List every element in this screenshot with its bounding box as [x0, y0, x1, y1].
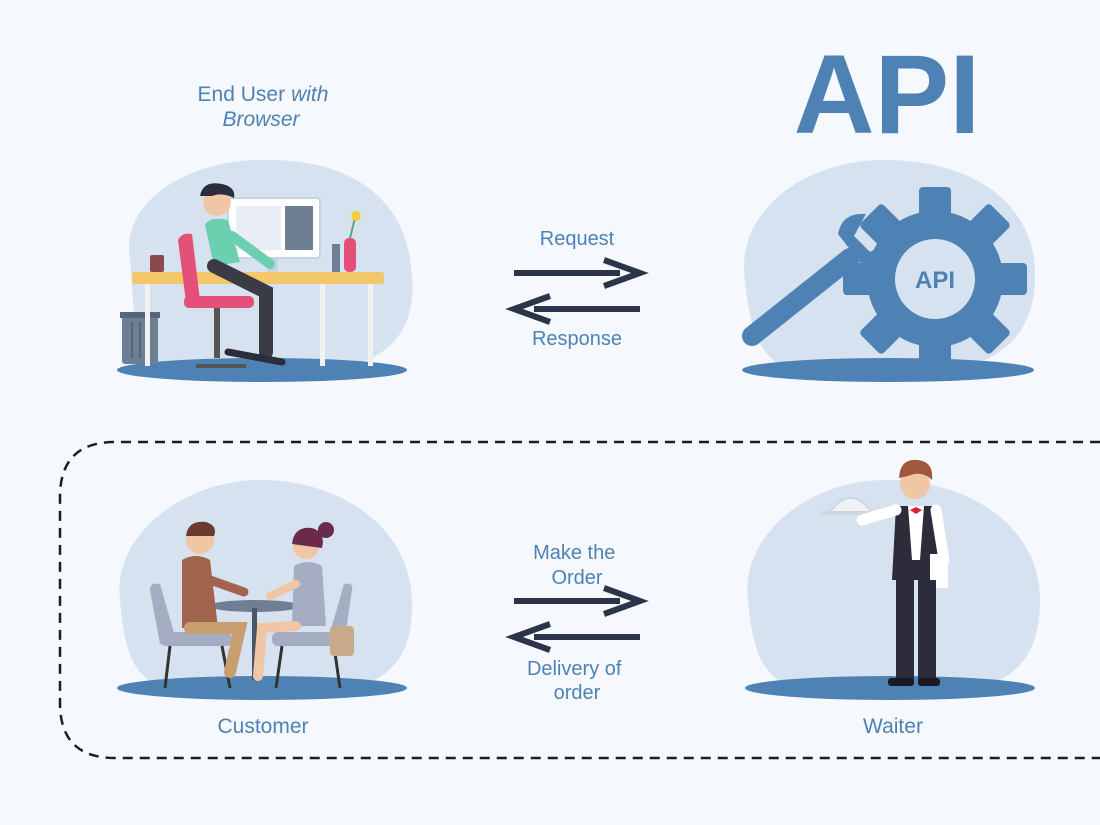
gear-icon: [843, 187, 1027, 371]
request-label: Request: [540, 228, 615, 250]
api-title: API: [794, 32, 981, 157]
make-order-label: Make the Order: [533, 542, 621, 589]
user-label-line2: Browser: [222, 108, 300, 131]
waiter-label: Waiter: [863, 715, 923, 738]
request-arrow: [514, 257, 649, 289]
user-at-desk-illustration: [117, 159, 413, 382]
delivery-label: Delivery of order: [527, 658, 627, 704]
api-gear-illustration: API: [742, 160, 1035, 382]
make-order-arrow: [514, 585, 649, 617]
api-gear-label: API: [915, 267, 955, 294]
customer-label: Customer: [217, 715, 308, 738]
customer-illustration: [117, 479, 413, 700]
waiter-illustration: [745, 459, 1040, 700]
restaurant-frame: [58, 440, 1100, 760]
response-label: Response: [532, 328, 622, 350]
delivery-arrow: [505, 621, 640, 653]
response-arrow: [505, 293, 640, 325]
